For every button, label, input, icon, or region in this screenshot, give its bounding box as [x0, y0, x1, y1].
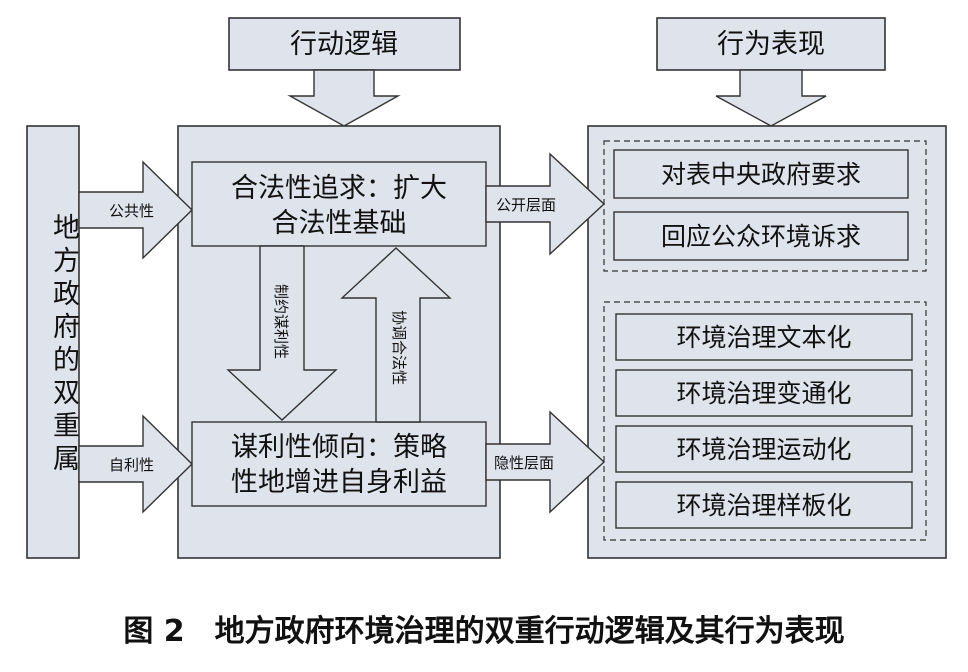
self-attr-arrow	[78, 414, 194, 514]
side-char: 双	[53, 378, 80, 409]
constrain-label: 制约谋利性	[272, 284, 290, 359]
open-behavior-text: 对表中央政府要求	[661, 160, 861, 189]
side-char: 的	[53, 345, 80, 376]
public-attr-arrow	[78, 160, 194, 260]
self-interest-box	[191, 421, 487, 507]
header-behavior-label: 行为表现	[717, 29, 825, 60]
self-interest-line1: 谋利性倾向：策略	[231, 432, 447, 463]
legitimacy-box	[191, 161, 487, 247]
open-level-arrow	[485, 152, 606, 256]
hidden-behavior-group	[603, 301, 927, 541]
coordinate-label: 协调合法性	[390, 310, 408, 385]
public-attr-label: 公共性	[109, 202, 154, 220]
behavior-down-arrow	[715, 69, 827, 127]
hidden-behavior-box	[615, 313, 913, 361]
self-interest-line2: 性地增进自身利益	[231, 467, 447, 498]
coordinate-up-arrow	[340, 247, 452, 423]
constrain-down-arrow	[226, 245, 338, 421]
legitimacy-line1: 合法性追求：扩大	[231, 173, 447, 204]
side-char: 府	[53, 312, 80, 343]
self-attr-label: 自利性	[109, 456, 154, 474]
hidden-behavior-text: 环境治理变通化	[676, 379, 851, 408]
hidden-behavior-text: 环境治理样板化	[676, 491, 851, 520]
side-char: 政	[53, 279, 80, 310]
side-attribute-box	[26, 125, 80, 559]
hidden-behavior-box	[615, 481, 913, 529]
header-logic-label: 行动逻辑	[290, 29, 398, 60]
hidden-behavior-text: 环境治理运动化	[676, 435, 851, 464]
side-char: 重	[53, 411, 80, 442]
side-attribute-label: 地 方 政 府 的 双 重 属	[53, 213, 89, 475]
hidden-behavior-box	[615, 425, 913, 473]
open-level-label: 公开层面	[496, 196, 556, 214]
hidden-behavior-text: 环境治理文本化	[676, 323, 851, 352]
side-char: 属	[53, 444, 80, 475]
open-behavior-text: 回应公众环境诉求	[661, 222, 861, 251]
header-logic-box	[228, 17, 461, 71]
legitimacy-line2: 合法性基础	[272, 208, 407, 239]
side-char: 地	[53, 213, 80, 244]
hidden-level-label: 隐性层面	[494, 454, 554, 472]
open-behavior-group	[603, 140, 927, 272]
side-char: 方	[53, 246, 80, 277]
figure-caption: 图 2 地方政府环境治理的双重行动逻辑及其行为表现	[123, 614, 844, 649]
hidden-level-arrow	[485, 410, 606, 514]
hidden-behavior-box	[615, 369, 913, 417]
open-behavior-box	[613, 211, 909, 261]
open-behavior-box	[613, 149, 909, 199]
header-behavior-box	[656, 17, 886, 71]
logic-down-arrow	[287, 69, 401, 127]
